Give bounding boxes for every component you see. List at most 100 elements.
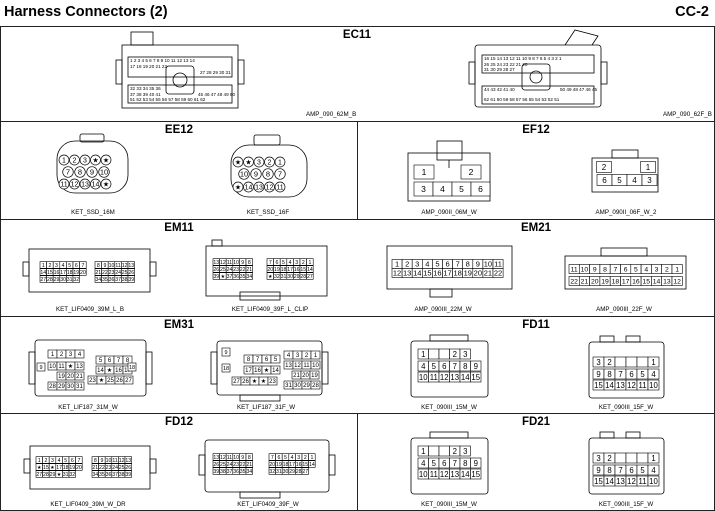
pin-label: 14 bbox=[605, 477, 614, 486]
pin-label: 2 bbox=[304, 455, 307, 461]
pin-label: 2 bbox=[44, 458, 47, 464]
pin-cell bbox=[100, 154, 112, 166]
pin-label: 15 bbox=[43, 465, 49, 471]
title-ef12: EF12 bbox=[522, 124, 550, 136]
pin-label: 14 bbox=[461, 373, 470, 382]
pin-cell bbox=[122, 355, 133, 365]
pin-label: 26 bbox=[213, 267, 219, 273]
pin-label: 7 bbox=[453, 362, 457, 371]
pin-cell bbox=[221, 363, 231, 373]
pin-cell bbox=[428, 348, 440, 360]
pin-label: 8 bbox=[607, 466, 611, 475]
pin-cell bbox=[127, 362, 137, 372]
pin-label: 9 bbox=[224, 350, 227, 356]
pin-label: 19 bbox=[464, 269, 472, 278]
pin-label: 20 bbox=[76, 465, 82, 471]
pin-cell bbox=[306, 258, 314, 266]
pin-cell bbox=[245, 258, 253, 266]
pin-cell bbox=[264, 156, 275, 168]
caption-ee12-male: KET_SSD_16M bbox=[71, 209, 115, 216]
pin-label: 29 bbox=[303, 383, 310, 389]
pin-label: 18 bbox=[129, 365, 135, 371]
pin-label: 23 bbox=[109, 270, 115, 276]
pin-cell bbox=[301, 467, 309, 475]
pin-label: 16 bbox=[254, 368, 261, 374]
pin-label: 12 bbox=[627, 477, 636, 486]
pin-label: 24 bbox=[112, 465, 118, 471]
pin-label: 18 bbox=[283, 462, 289, 468]
pin-label: 1 bbox=[421, 447, 425, 456]
pin-label: 30 bbox=[283, 469, 289, 475]
page-header: Harness Connectors (2) CC-2 bbox=[0, 0, 715, 26]
pin-label: 11 bbox=[571, 266, 578, 273]
pin-label: 21 bbox=[92, 465, 98, 471]
pin-label: 16 bbox=[296, 462, 302, 468]
pin-label: 8 bbox=[247, 357, 251, 363]
pin-label: 39 bbox=[213, 469, 219, 475]
pin-cell bbox=[438, 348, 450, 360]
pin-label: 15 bbox=[471, 470, 480, 479]
pin-label: 31 bbox=[63, 472, 69, 478]
pin-label: 11 bbox=[60, 182, 67, 189]
pin-cell bbox=[267, 376, 278, 386]
pin-cell bbox=[245, 453, 253, 461]
pin-label: 6 bbox=[75, 263, 78, 269]
pin-label: 3 bbox=[655, 266, 659, 273]
pin-label: 5 bbox=[68, 263, 71, 269]
pin-label: 6 bbox=[275, 260, 278, 266]
pin-cell bbox=[238, 168, 250, 180]
outline bbox=[407, 152, 491, 202]
pin-label: 20 bbox=[67, 374, 74, 380]
pin-label: 28 bbox=[49, 384, 56, 390]
pin-label: 35 bbox=[99, 472, 105, 478]
pin-cell bbox=[243, 156, 254, 168]
pin-label: 6 bbox=[442, 362, 446, 371]
pin-label: 27 bbox=[36, 472, 42, 478]
pin-label: 4 bbox=[78, 352, 82, 358]
pin-label: 11 bbox=[303, 363, 310, 369]
pin-label: 26 bbox=[242, 379, 249, 385]
pin-label: 14 bbox=[40, 270, 46, 276]
pin-label: 39 bbox=[125, 472, 131, 478]
pin-cell bbox=[124, 470, 132, 478]
pin-cell bbox=[470, 468, 482, 480]
pin-label: 4 bbox=[632, 176, 637, 185]
pin-label: 32 bbox=[269, 469, 275, 475]
pin-label: ★ bbox=[245, 159, 251, 167]
pin-label: 1 bbox=[62, 158, 66, 165]
pin-label: 16 bbox=[115, 368, 122, 374]
pin-label: 8 bbox=[126, 358, 130, 364]
pin-label: 27 bbox=[125, 378, 132, 384]
pin-label: 9 bbox=[474, 459, 478, 468]
pin-label: 8 bbox=[463, 459, 467, 468]
pin-label: ★ bbox=[57, 472, 62, 478]
pin-cell bbox=[74, 361, 85, 371]
pin-label: 4 bbox=[644, 266, 648, 273]
pin-label: 5 bbox=[274, 357, 278, 363]
pin-label: 1 bbox=[421, 350, 425, 359]
pin-cell bbox=[127, 268, 135, 276]
pin-label: 1 bbox=[651, 454, 655, 463]
pin-label: 8 bbox=[603, 266, 607, 273]
pin-cell bbox=[36, 362, 46, 372]
pin-cell bbox=[127, 275, 135, 283]
pin-label: 5 bbox=[432, 459, 437, 468]
pin-label: 19 bbox=[73, 270, 79, 276]
pin-label: 36 bbox=[106, 472, 112, 478]
pin-label: 9 bbox=[596, 370, 600, 379]
pin-label: 12 bbox=[122, 263, 128, 269]
pin-label: 8 bbox=[266, 170, 270, 179]
title-em21: EM21 bbox=[520, 222, 552, 234]
pin-label: 3 bbox=[463, 447, 467, 456]
pin-cell bbox=[72, 275, 80, 283]
pin-label: ★ bbox=[50, 465, 55, 471]
pin-cell bbox=[100, 178, 112, 190]
pin-label: 4 bbox=[287, 353, 291, 359]
pin-label: 15 bbox=[594, 477, 603, 486]
pin-label: 6 bbox=[629, 370, 633, 379]
pin-label: 14 bbox=[461, 470, 470, 479]
